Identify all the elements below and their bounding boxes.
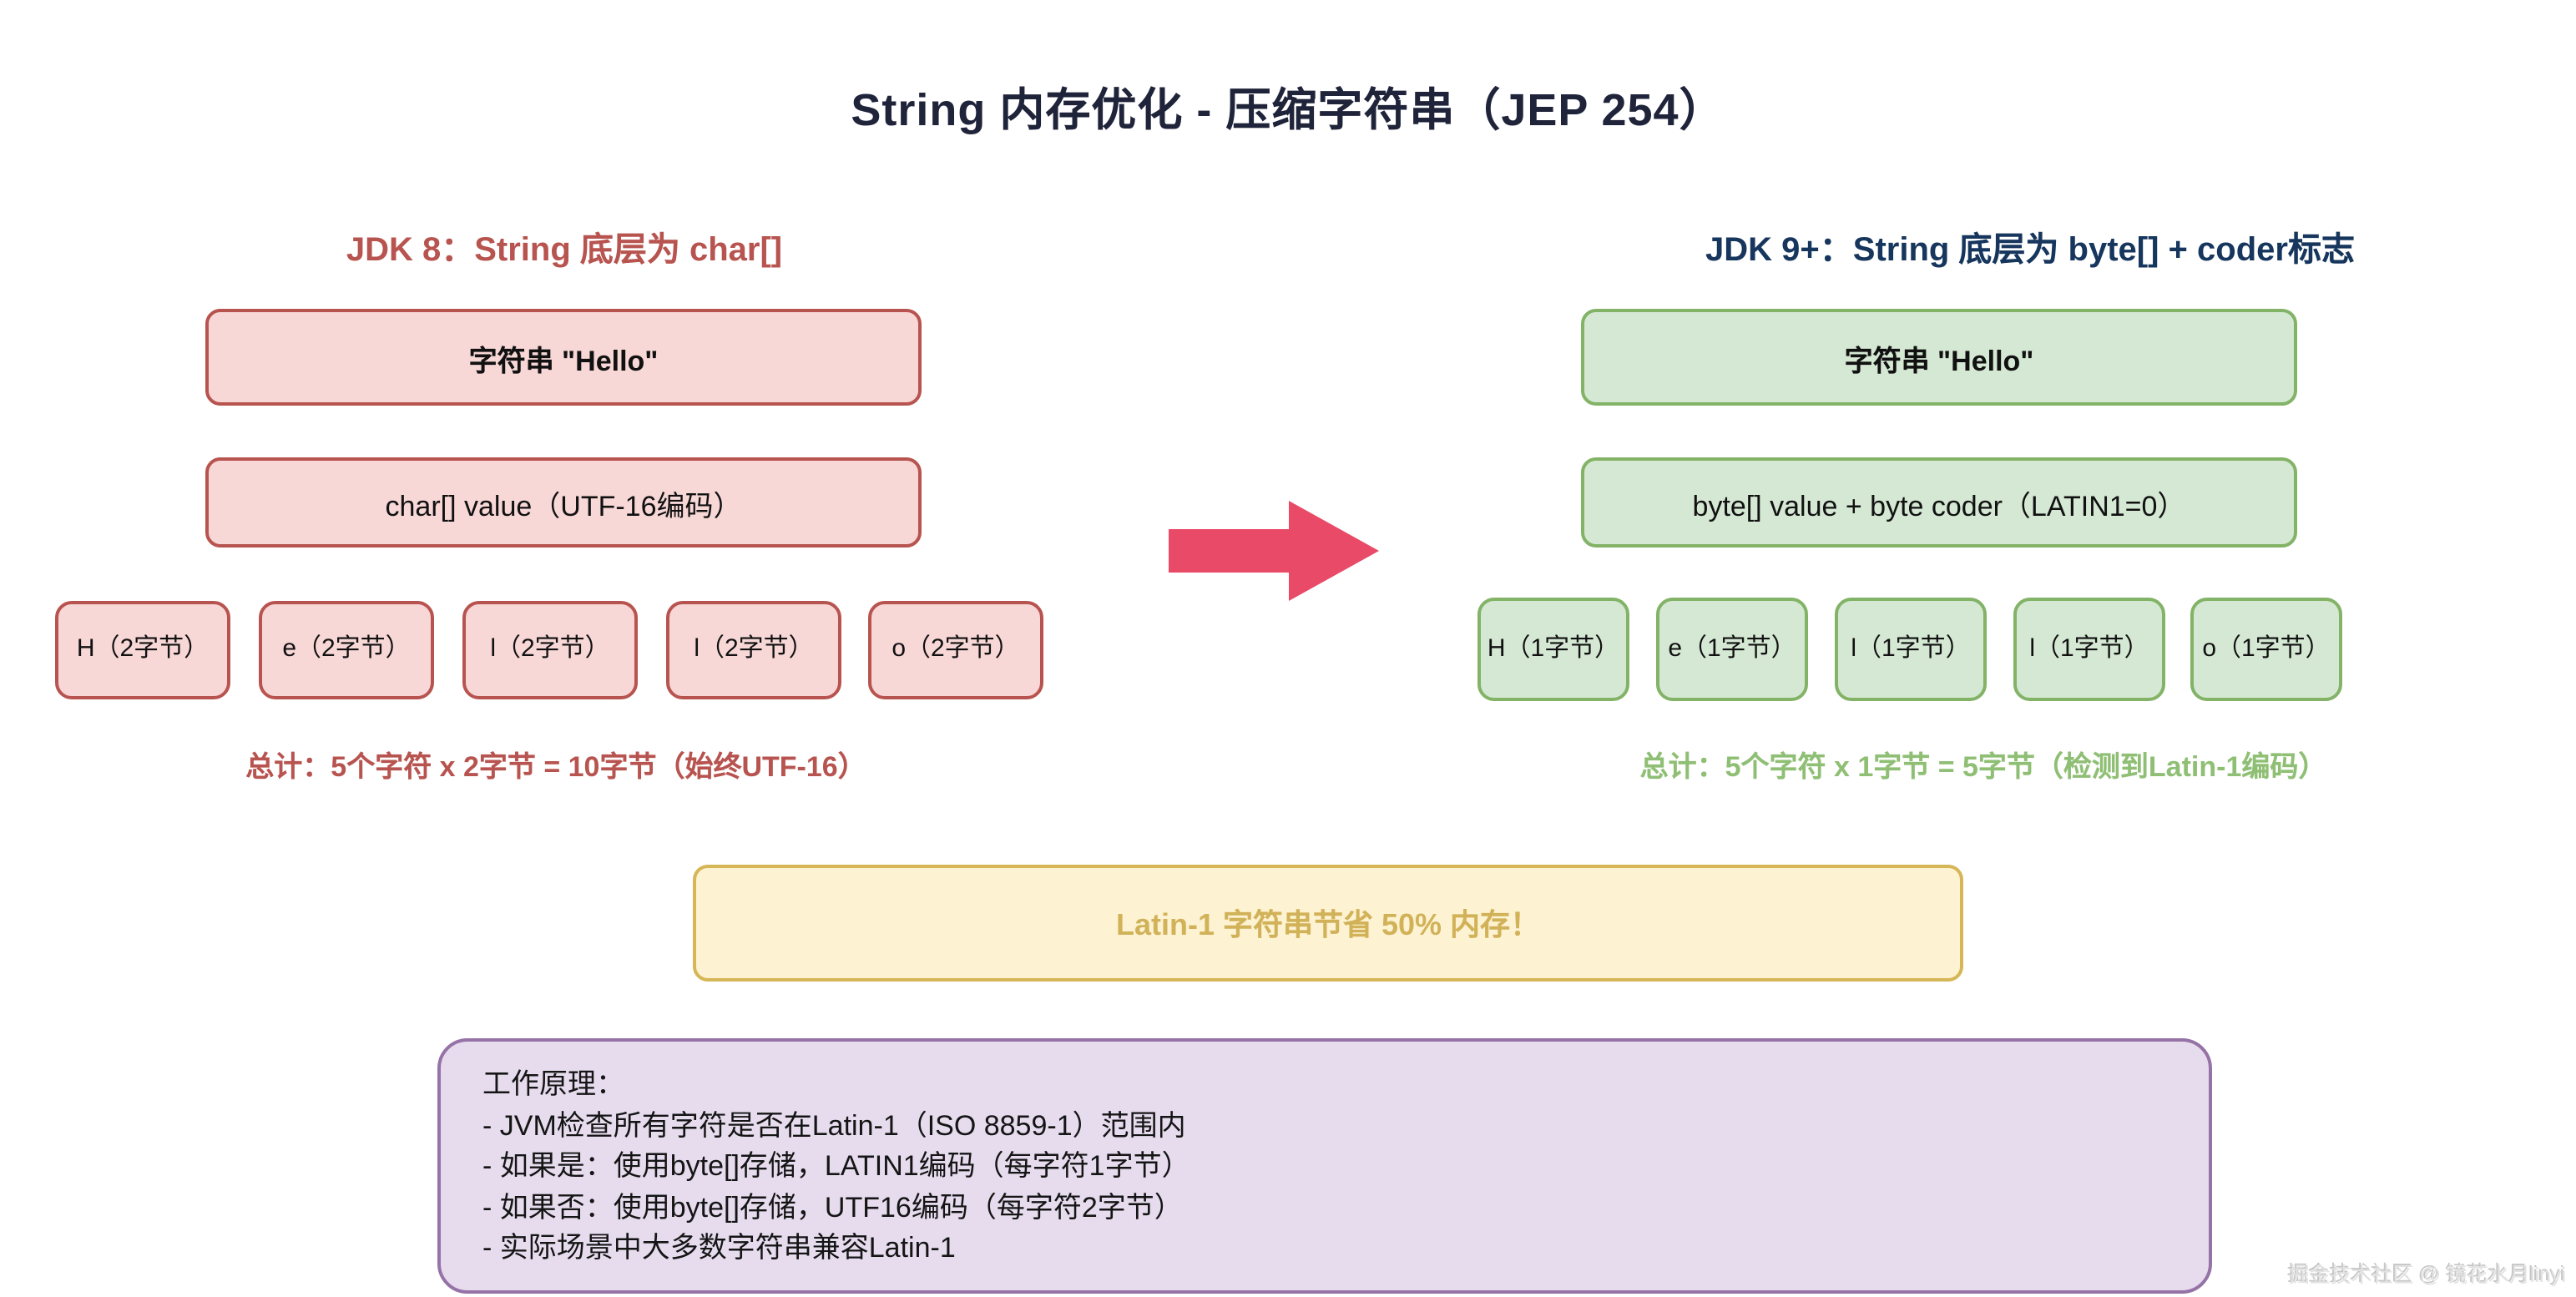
jdk9-storage-box-label: byte[] value + byte coder（LATIN1=0）	[1692, 490, 2186, 522]
jdk8-char-box-l2: l（2字节）	[666, 601, 841, 699]
principle-line-no: - 如果否：使用byte[]存储，UTF16编码（每字符2字节）	[482, 1191, 1183, 1224]
principle-line-title: 工作原理：	[482, 1068, 624, 1100]
memory-saving-label: Latin-1 字符串节省 50% 内存！	[1115, 908, 1541, 941]
diagram-title: String 内存优化 - 压缩字符串（JEP 254）	[851, 85, 1725, 135]
jdk9-char-box-e: e（1字节）	[1656, 598, 1808, 701]
jdk9-storage-box: byte[] value + byte coder（LATIN1=0）	[1581, 457, 2297, 548]
principle-line-real: - 实际场景中大多数字符串兼容Latin-1	[482, 1232, 956, 1264]
jdk8-storage-box-label: char[] value（UTF-16编码）	[385, 490, 742, 522]
jdk8-char-box-h: H（2字节）	[55, 601, 230, 699]
jdk8-storage-box: char[] value（UTF-16编码）	[205, 457, 922, 548]
jdk8-heading: JDK 8：String 底层为 char[]	[346, 232, 783, 269]
jdk8-string-box: 字符串 "Hello"	[205, 309, 922, 406]
principle-line-check: - JVM检查所有字符是否在Latin-1（ISO 8859-1）范围内	[482, 1109, 1186, 1142]
principle-line-yes: - 如果是：使用byte[]存储，LATIN1编码（每字符1字节）	[482, 1150, 1190, 1183]
jdk9-char-box-h: H（1字节）	[1477, 598, 1629, 701]
memory-saving-callout: Latin-1 字符串节省 50% 内存！	[693, 865, 1963, 982]
jdk9-char-box-l1: l（1字节）	[1835, 598, 1987, 701]
jdk9-string-box: 字符串 "Hello"	[1581, 309, 2297, 406]
jdk9-char-box-l2: l（1字节）	[2013, 598, 2165, 701]
jdk8-string-box-label: 字符串 "Hello"	[468, 345, 659, 376]
jdk8-total-text: 总计：5个字符 x 2字节 = 10字节（始终UTF-16）	[245, 751, 866, 783]
jdk8-char-box-e: e（2字节）	[259, 601, 434, 699]
jdk9-string-box-label: 字符串 "Hello"	[1844, 345, 2034, 376]
transform-arrow-icon	[1169, 497, 1382, 604]
jdk9-total-text: 总计：5个字符 x 1字节 = 5字节（检测到Latin-1编码）	[1639, 751, 2327, 783]
jdk8-char-box-l1: l（2字节）	[462, 601, 638, 699]
jdk9-heading: JDK 9+：String 底层为 byte[] + coder标志	[1705, 232, 2355, 269]
watermark-text: 掘金技术社区 @ 镜花水月linyi	[2288, 1264, 2566, 1287]
jdk9-char-box-o: o（1字节）	[2190, 598, 2342, 701]
working-principle-box: 工作原理： - JVM检查所有字符是否在Latin-1（ISO 8859-1）范…	[437, 1038, 2212, 1294]
jdk8-char-box-o: o（2字节）	[868, 601, 1043, 699]
